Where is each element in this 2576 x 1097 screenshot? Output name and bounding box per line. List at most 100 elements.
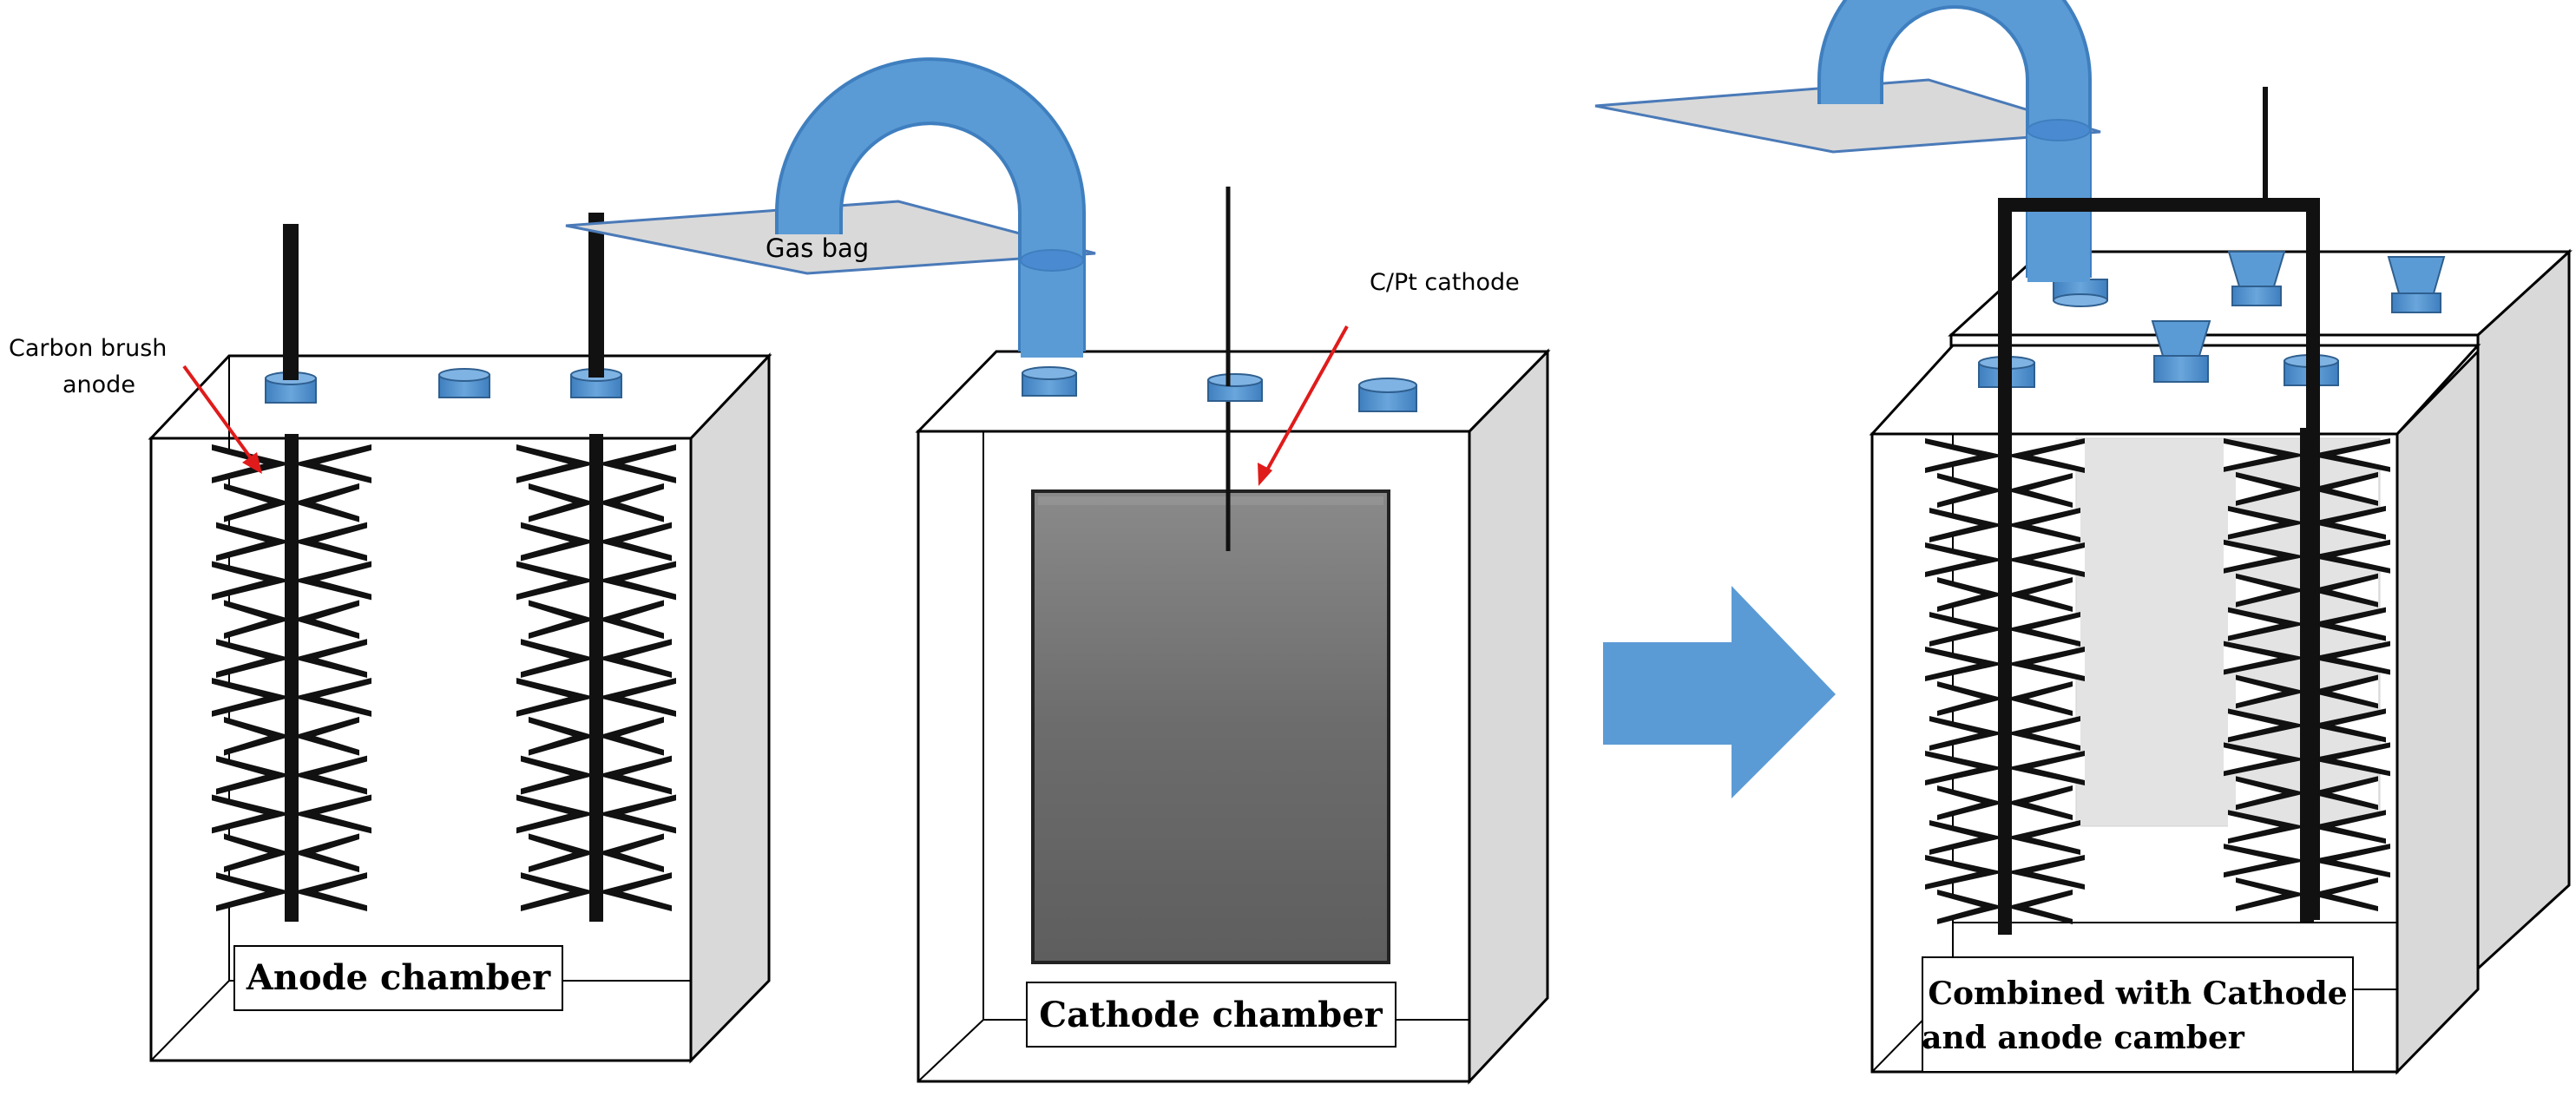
brush-gap: [2228, 815, 2280, 839]
brush-gap: [224, 606, 268, 634]
pointer-arrowhead: [1258, 463, 1272, 486]
brush-gap: [318, 644, 367, 673]
brush-gap: [2031, 617, 2080, 641]
brush-gap: [315, 722, 359, 750]
anode-chamber-label: Anode chamber: [246, 957, 551, 998]
cathode-chamber-label-box: [1026, 982, 1396, 1048]
brush-gap: [1929, 617, 1979, 641]
brush-gap: [2236, 781, 2283, 805]
brush-gap: [2331, 882, 2378, 907]
brush-gap: [2336, 646, 2390, 670]
pointer-arrow: [1264, 325, 1349, 474]
combine-arrow: [1603, 586, 1836, 798]
brush-gap: [224, 722, 268, 750]
carbon-brush-label: Carbon brush: [9, 335, 167, 362]
anode-chamber-label-box: [233, 945, 563, 1011]
brush-gap: [2334, 713, 2386, 738]
brush-gap: [622, 528, 672, 555]
port-cap: [2387, 256, 2446, 313]
brush-gap: [521, 877, 570, 906]
brush-gap: [2033, 548, 2085, 572]
brush-gap: [216, 528, 266, 555]
port-cap: [1207, 373, 1263, 402]
port-cap: [438, 368, 490, 398]
brush-gap: [2334, 510, 2386, 535]
brush-gap: [1937, 895, 1981, 919]
port-cap: [2227, 251, 2286, 306]
port-cap: [570, 368, 622, 398]
cpt-cathode-label: C/Pt cathode: [1370, 269, 1520, 296]
brush-gap: [2228, 713, 2280, 738]
brush-gap: [315, 489, 359, 516]
brush-gap: [2224, 747, 2278, 772]
brush-gap: [2224, 544, 2278, 568]
brush-rod: [285, 434, 299, 922]
combined-chamber-label-box: [1922, 956, 2354, 1073]
brush-gap: [2236, 578, 2283, 602]
brush-gap: [315, 606, 359, 634]
brush-gap: [2334, 815, 2386, 839]
brush-gap: [318, 528, 367, 555]
brush-gap: [529, 722, 573, 750]
pointer-arrow: [182, 365, 255, 463]
brush-rod: [589, 434, 603, 922]
cathode-chamber: Cathode chamber: [915, 187, 1551, 1085]
brush-gap: [2331, 781, 2378, 805]
port-cap: [2151, 320, 2211, 383]
carbon-brush-label: anode: [62, 371, 135, 398]
cathode-chamber-label: Cathode chamber: [1039, 995, 1383, 1035]
brush-gap: [622, 761, 672, 789]
gas-bag-assembly: Gas bag: [565, 57, 1096, 358]
brush-gap: [2028, 582, 2073, 607]
brush-gap: [2336, 443, 2390, 468]
combined-chamber-label: and anode camber: [1922, 1020, 2245, 1056]
brush-gap: [2228, 510, 2280, 535]
brush-gap: [622, 644, 672, 673]
brush-gap: [2236, 476, 2283, 502]
brush-gap: [516, 683, 568, 712]
brush-gap: [624, 683, 676, 712]
brush-gap: [1925, 652, 1977, 676]
brush-gap: [318, 877, 367, 906]
brush-gap: [2224, 646, 2278, 670]
brush-gap: [2331, 476, 2378, 502]
brush-gap: [216, 761, 266, 789]
brush-gap: [2236, 882, 2283, 907]
brush-gap: [620, 489, 664, 516]
brush-gap: [521, 528, 570, 555]
brush-gap: [1925, 756, 1977, 780]
brush-gap: [224, 489, 268, 516]
brush-gap: [216, 644, 266, 673]
brush-gap: [1937, 791, 1981, 815]
carbon-brush-anode-2: [516, 434, 676, 922]
brush-gap: [2033, 860, 2085, 884]
brush-gap: [516, 567, 568, 594]
brush-gap: [2033, 756, 2085, 780]
brush-gap: [212, 683, 264, 712]
brush-gap: [521, 761, 570, 789]
brush-gap: [1929, 825, 1979, 850]
port-cap: [1358, 378, 1417, 412]
brush-gap: [1925, 548, 1977, 572]
brush-gap: [2331, 578, 2378, 602]
brush-gap: [2033, 652, 2085, 676]
port-cap: [1022, 366, 1077, 397]
brush-gap: [319, 567, 371, 594]
brush-gap: [516, 450, 568, 478]
carbon-brush-anode-1: [1925, 428, 2085, 935]
brush-gap: [2336, 747, 2390, 772]
brush-gap: [1929, 513, 1979, 537]
cpt-cathode-plate: [1031, 489, 1390, 964]
anode-chamber-side: [689, 352, 771, 1064]
brush-gap: [1937, 686, 1981, 711]
brush-gap: [212, 450, 264, 478]
brush-gap: [2224, 443, 2278, 468]
brush-gap: [1937, 478, 1981, 503]
brush-gap: [318, 761, 367, 789]
brush-gap: [2236, 680, 2283, 704]
front-chamber-side: [2395, 348, 2480, 1075]
carbon-brush-anode-1: [212, 434, 371, 922]
carbon-brush-annotation: Carbon brush anode: [9, 335, 262, 474]
